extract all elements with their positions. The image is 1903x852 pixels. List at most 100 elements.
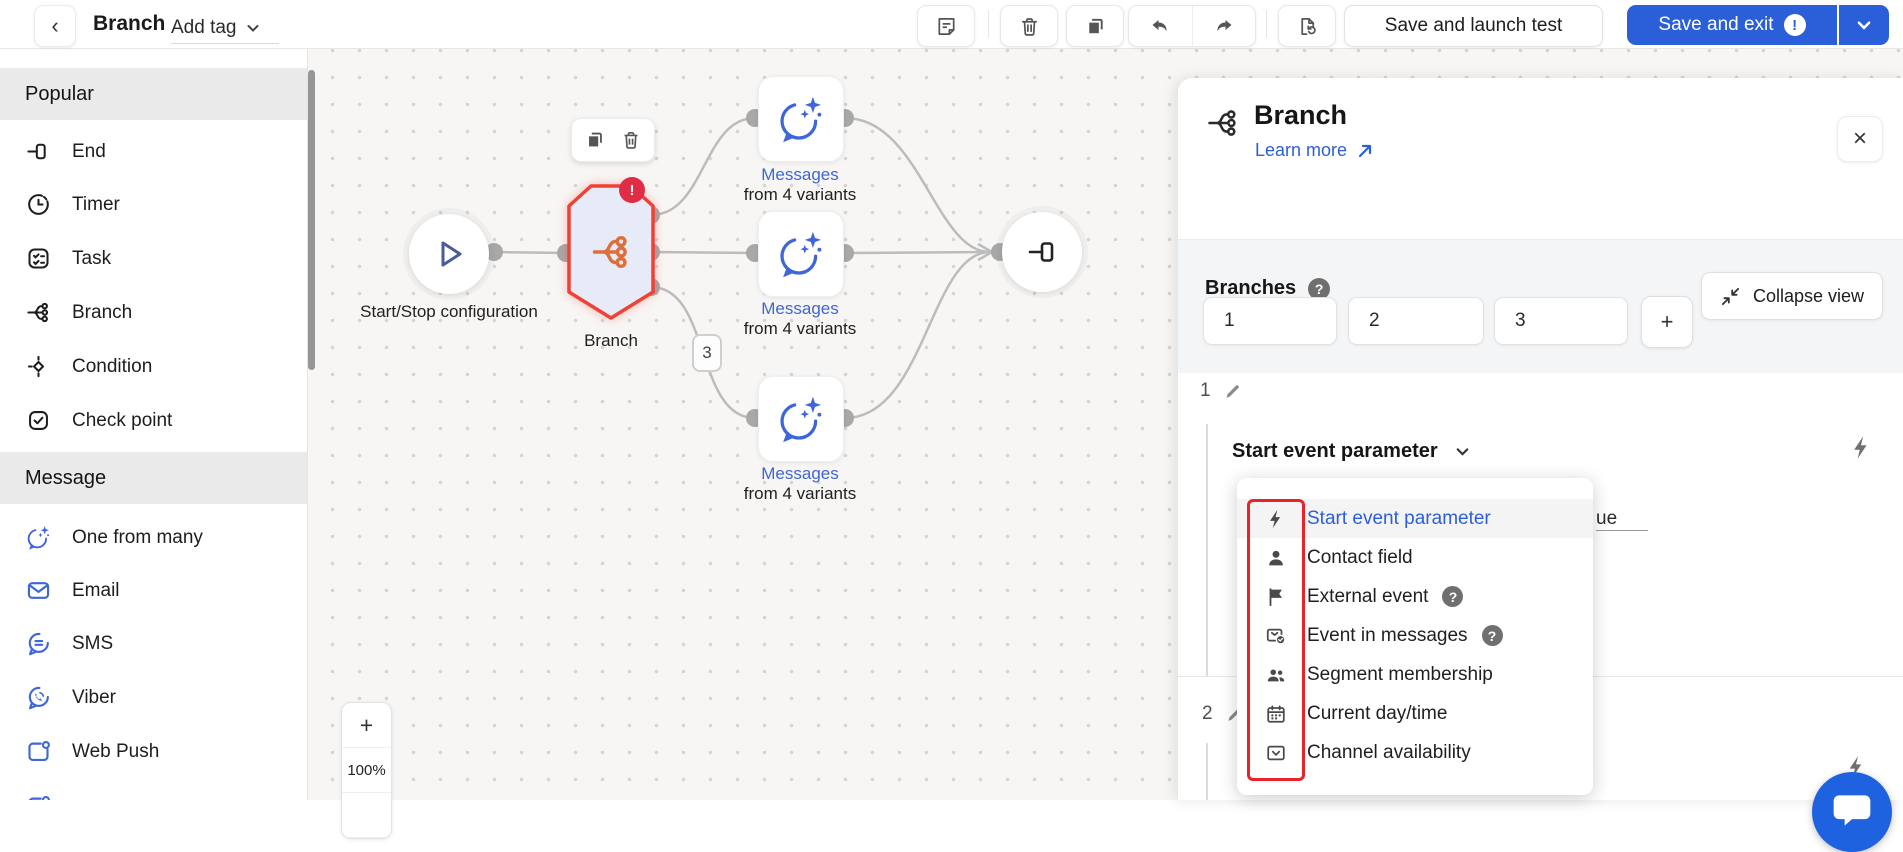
branch-index: 1: [1200, 380, 1211, 401]
flag-icon: [1263, 586, 1289, 608]
note-button[interactable]: [917, 5, 975, 47]
channel-icon: [1263, 742, 1289, 764]
value-input-fragment[interactable]: ue: [1596, 498, 1648, 531]
learn-more-link[interactable]: Learn more: [1255, 140, 1375, 161]
panel-title: Branch: [1254, 100, 1348, 130]
warning-icon: !: [1783, 14, 1806, 36]
dropdown-item-start-event-parameter[interactable]: Start event parameter: [1237, 499, 1593, 538]
dropdown-item-event-in-messages[interactable]: Event in messages ?: [1237, 616, 1593, 655]
copy-button[interactable]: [1066, 5, 1124, 47]
close-panel-button[interactable]: ×: [1837, 116, 1883, 162]
save-exit-dropdown-button[interactable]: [1839, 5, 1889, 45]
branch-node-icon: [589, 230, 633, 274]
save-exit-split-button: Save and exit !: [1627, 5, 1889, 45]
help-icon[interactable]: ?: [1442, 586, 1464, 607]
branch-tab-2[interactable]: 2: [1348, 297, 1484, 345]
palette-item-web-push[interactable]: Web Push: [0, 725, 307, 778]
person-icon: [1263, 547, 1289, 569]
add-tag-control[interactable]: Add tag: [171, 12, 279, 44]
branch-icon: [25, 299, 52, 326]
bolt-icon: [1263, 508, 1289, 530]
redo-button[interactable]: [1191, 6, 1256, 46]
branch-settings-panel: Branch Learn more × Branches ? Collapse …: [1178, 78, 1903, 800]
palette-item-label: Condition: [72, 355, 153, 377]
message-node-title[interactable]: Messages: [761, 165, 839, 184]
duplicate-node-icon[interactable]: [584, 129, 606, 151]
delete-button[interactable]: [1000, 5, 1058, 47]
palette-item-email[interactable]: Email: [0, 564, 307, 617]
external-link-icon: [1355, 141, 1375, 161]
palette-item-branch[interactable]: Branch: [0, 286, 307, 339]
palette-item-check-point[interactable]: Check point: [0, 394, 307, 447]
palette-item-task[interactable]: Task: [0, 232, 307, 285]
message-node-title[interactable]: Messages: [761, 299, 839, 318]
start-node-label: Start/Stop configuration: [360, 302, 538, 321]
add-branch-button[interactable]: +: [1641, 296, 1693, 348]
message-node-subtitle: from 4 variants: [743, 484, 857, 503]
condition-type-select[interactable]: Start event parameter: [1232, 440, 1471, 463]
toolbar-separator: [1266, 10, 1267, 38]
close-icon: ×: [1852, 125, 1867, 152]
dropdown-item-label: Current day/time: [1307, 702, 1448, 724]
zoom-in-button[interactable]: +: [342, 703, 391, 748]
undo-button[interactable]: [1129, 6, 1192, 46]
timer-icon: [25, 191, 52, 218]
condition-type-value: Start event parameter: [1232, 440, 1438, 462]
branch-node[interactable]: [565, 178, 657, 326]
palette-section-message: Message: [0, 452, 307, 504]
palette-item-sms[interactable]: SMS: [0, 617, 307, 670]
help-icon[interactable]: ?: [1308, 277, 1331, 300]
palette-item-label: Task: [72, 247, 112, 269]
dropdown-item-segment-membership[interactable]: Segment membership: [1237, 655, 1593, 694]
palette-section-popular: Popular: [0, 68, 307, 120]
palette-item-condition[interactable]: Condition: [0, 340, 307, 393]
chat-widget-button[interactable]: [1812, 772, 1892, 852]
checkpoint-icon: [25, 407, 52, 434]
save-launch-test-button[interactable]: Save and launch test: [1344, 5, 1603, 47]
delete-node-icon[interactable]: [620, 129, 642, 151]
dropdown-item-contact-field[interactable]: Contact field: [1237, 538, 1593, 577]
dropdown-item-current-day-time[interactable]: Current day/time: [1237, 694, 1593, 733]
branches-header: Branches ?: [1205, 277, 1331, 300]
chevron-down-icon: [1454, 443, 1471, 460]
message-node-title[interactable]: Messages: [761, 464, 839, 483]
history-button[interactable]: [1278, 5, 1336, 47]
message-node-subtitle: from 4 variants: [743, 319, 857, 338]
end-icon: [1023, 233, 1061, 271]
plus-icon: +: [1660, 309, 1674, 334]
palette-item-one-from-many[interactable]: One from many: [0, 511, 307, 564]
palette-item-partial[interactable]: [0, 779, 307, 800]
task-icon: [25, 245, 52, 272]
branch-tab-1[interactable]: 1: [1203, 297, 1337, 345]
collapse-icon: [1720, 286, 1741, 307]
back-button[interactable]: ‹: [34, 5, 76, 47]
start-node[interactable]: [409, 214, 489, 294]
end-node[interactable]: [1002, 212, 1082, 292]
section-left-border: [1206, 743, 1208, 800]
email-icon: [25, 577, 52, 604]
collapse-view-label: Collapse view: [1752, 285, 1865, 306]
edit-pencil-icon[interactable]: [1223, 382, 1242, 401]
node-toolbar: [571, 118, 655, 162]
error-badge: !: [619, 177, 645, 203]
viber-icon: [25, 684, 52, 711]
canvas-scrollbar[interactable]: [308, 70, 315, 370]
undo-icon: [1148, 14, 1172, 38]
dropdown-item-external-event[interactable]: External event ?: [1237, 577, 1593, 616]
help-icon[interactable]: ?: [1481, 625, 1503, 646]
palette-item-label: Timer: [72, 193, 120, 215]
dropdown-item-label: Start event parameter: [1307, 507, 1491, 529]
collapse-view-button[interactable]: Collapse view: [1701, 272, 1883, 320]
message-node[interactable]: [758, 76, 844, 162]
dropdown-item-channel-availability[interactable]: Channel availability: [1237, 733, 1593, 772]
people-icon: [1263, 664, 1289, 686]
message-node[interactable]: [758, 211, 844, 297]
message-node[interactable]: [758, 376, 844, 462]
palette-item-viber[interactable]: Viber: [0, 671, 307, 724]
palette-item-label: Check point: [72, 409, 173, 431]
save-exit-button[interactable]: Save and exit !: [1627, 5, 1837, 45]
palette-item-end[interactable]: End: [0, 125, 307, 178]
branch-tab-3[interactable]: 3: [1494, 297, 1628, 345]
palette-item-timer[interactable]: Timer: [0, 178, 307, 231]
dropdown-item-label: Event in messages: [1307, 624, 1468, 646]
